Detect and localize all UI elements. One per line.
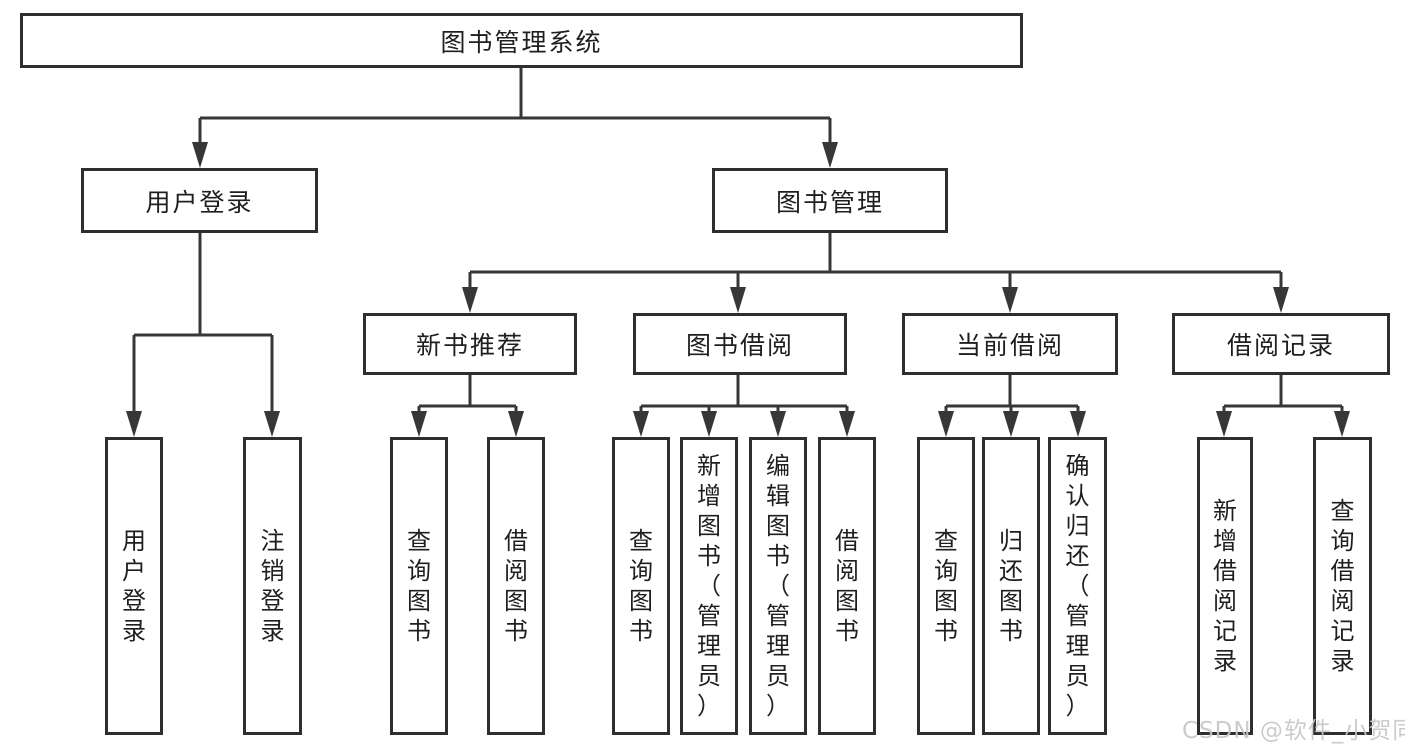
leaf-confirm-return-admin: 确认归还（管理员） [1048, 437, 1107, 735]
node-book-management-label: 图书管理 [775, 187, 884, 217]
leaf-borrow-books-label: 借阅图书 [835, 527, 859, 645]
leaf-edit-book-admin: 编辑图书（管理员） [749, 437, 807, 735]
leaf-return-books: 归还图书 [982, 437, 1040, 735]
leaf-add-book-admin: 新增图书（管理员） [680, 437, 738, 735]
leaf-confirm-return-admin-label: 确认归还（管理员） [1065, 452, 1090, 720]
node-book-borrow: 图书借阅 [633, 313, 847, 375]
leaf-query-books-recommend-label: 查询图书 [407, 527, 431, 645]
leaf-query-books-recommend: 查询图书 [390, 437, 448, 735]
leaf-borrow-books-recommend: 借阅图书 [487, 437, 545, 735]
node-book-management: 图书管理 [712, 168, 948, 233]
leaf-logout-login: 注销登录 [243, 437, 302, 735]
connector-paths [132, 68, 1344, 414]
leaf-borrow-books-recommend-label: 借阅图书 [504, 527, 528, 645]
leaf-query-borrow-record-label: 查询借阅记录 [1330, 497, 1355, 675]
leaf-query-books-borrow-label: 查询图书 [629, 527, 653, 645]
leaf-query-books-current-label: 查询图书 [934, 527, 958, 645]
leaf-query-books-borrow: 查询图书 [612, 437, 670, 735]
leaf-query-borrow-record: 查询借阅记录 [1313, 437, 1372, 735]
watermark: CSDN @软件_小贺同学 [1182, 718, 1405, 744]
node-root: 图书管理系统 [20, 13, 1023, 68]
leaf-add-book-admin-label: 新增图书（管理员） [697, 452, 721, 720]
leaf-add-borrow-record-label: 新增借阅记录 [1213, 497, 1237, 675]
node-new-book-recommend-label: 新书推荐 [415, 331, 524, 360]
leaf-user-login-label: 用户登录 [122, 527, 146, 645]
node-current-borrow: 当前借阅 [902, 313, 1118, 375]
node-user-login: 用户登录 [81, 168, 318, 233]
leaf-query-books-current: 查询图书 [917, 437, 975, 735]
node-root-label: 图书管理系统 [440, 27, 603, 57]
node-borrow-records-label: 借阅记录 [1226, 331, 1335, 360]
node-user-login-label: 用户登录 [145, 187, 254, 217]
leaf-edit-book-admin-label: 编辑图书（管理员） [766, 452, 790, 720]
node-new-book-recommend: 新书推荐 [363, 313, 577, 375]
leaf-user-login: 用户登录 [105, 437, 163, 735]
leaf-borrow-books: 借阅图书 [818, 437, 876, 735]
node-current-borrow-label: 当前借阅 [955, 331, 1064, 360]
leaf-return-books-label: 归还图书 [999, 527, 1023, 645]
node-borrow-records: 借阅记录 [1172, 313, 1390, 375]
leaf-logout-login-label: 注销登录 [260, 527, 285, 645]
node-book-borrow-label: 图书借阅 [685, 331, 794, 360]
arrowhead-icons [126, 142, 1350, 437]
leaf-add-borrow-record: 新增借阅记录 [1197, 437, 1253, 735]
